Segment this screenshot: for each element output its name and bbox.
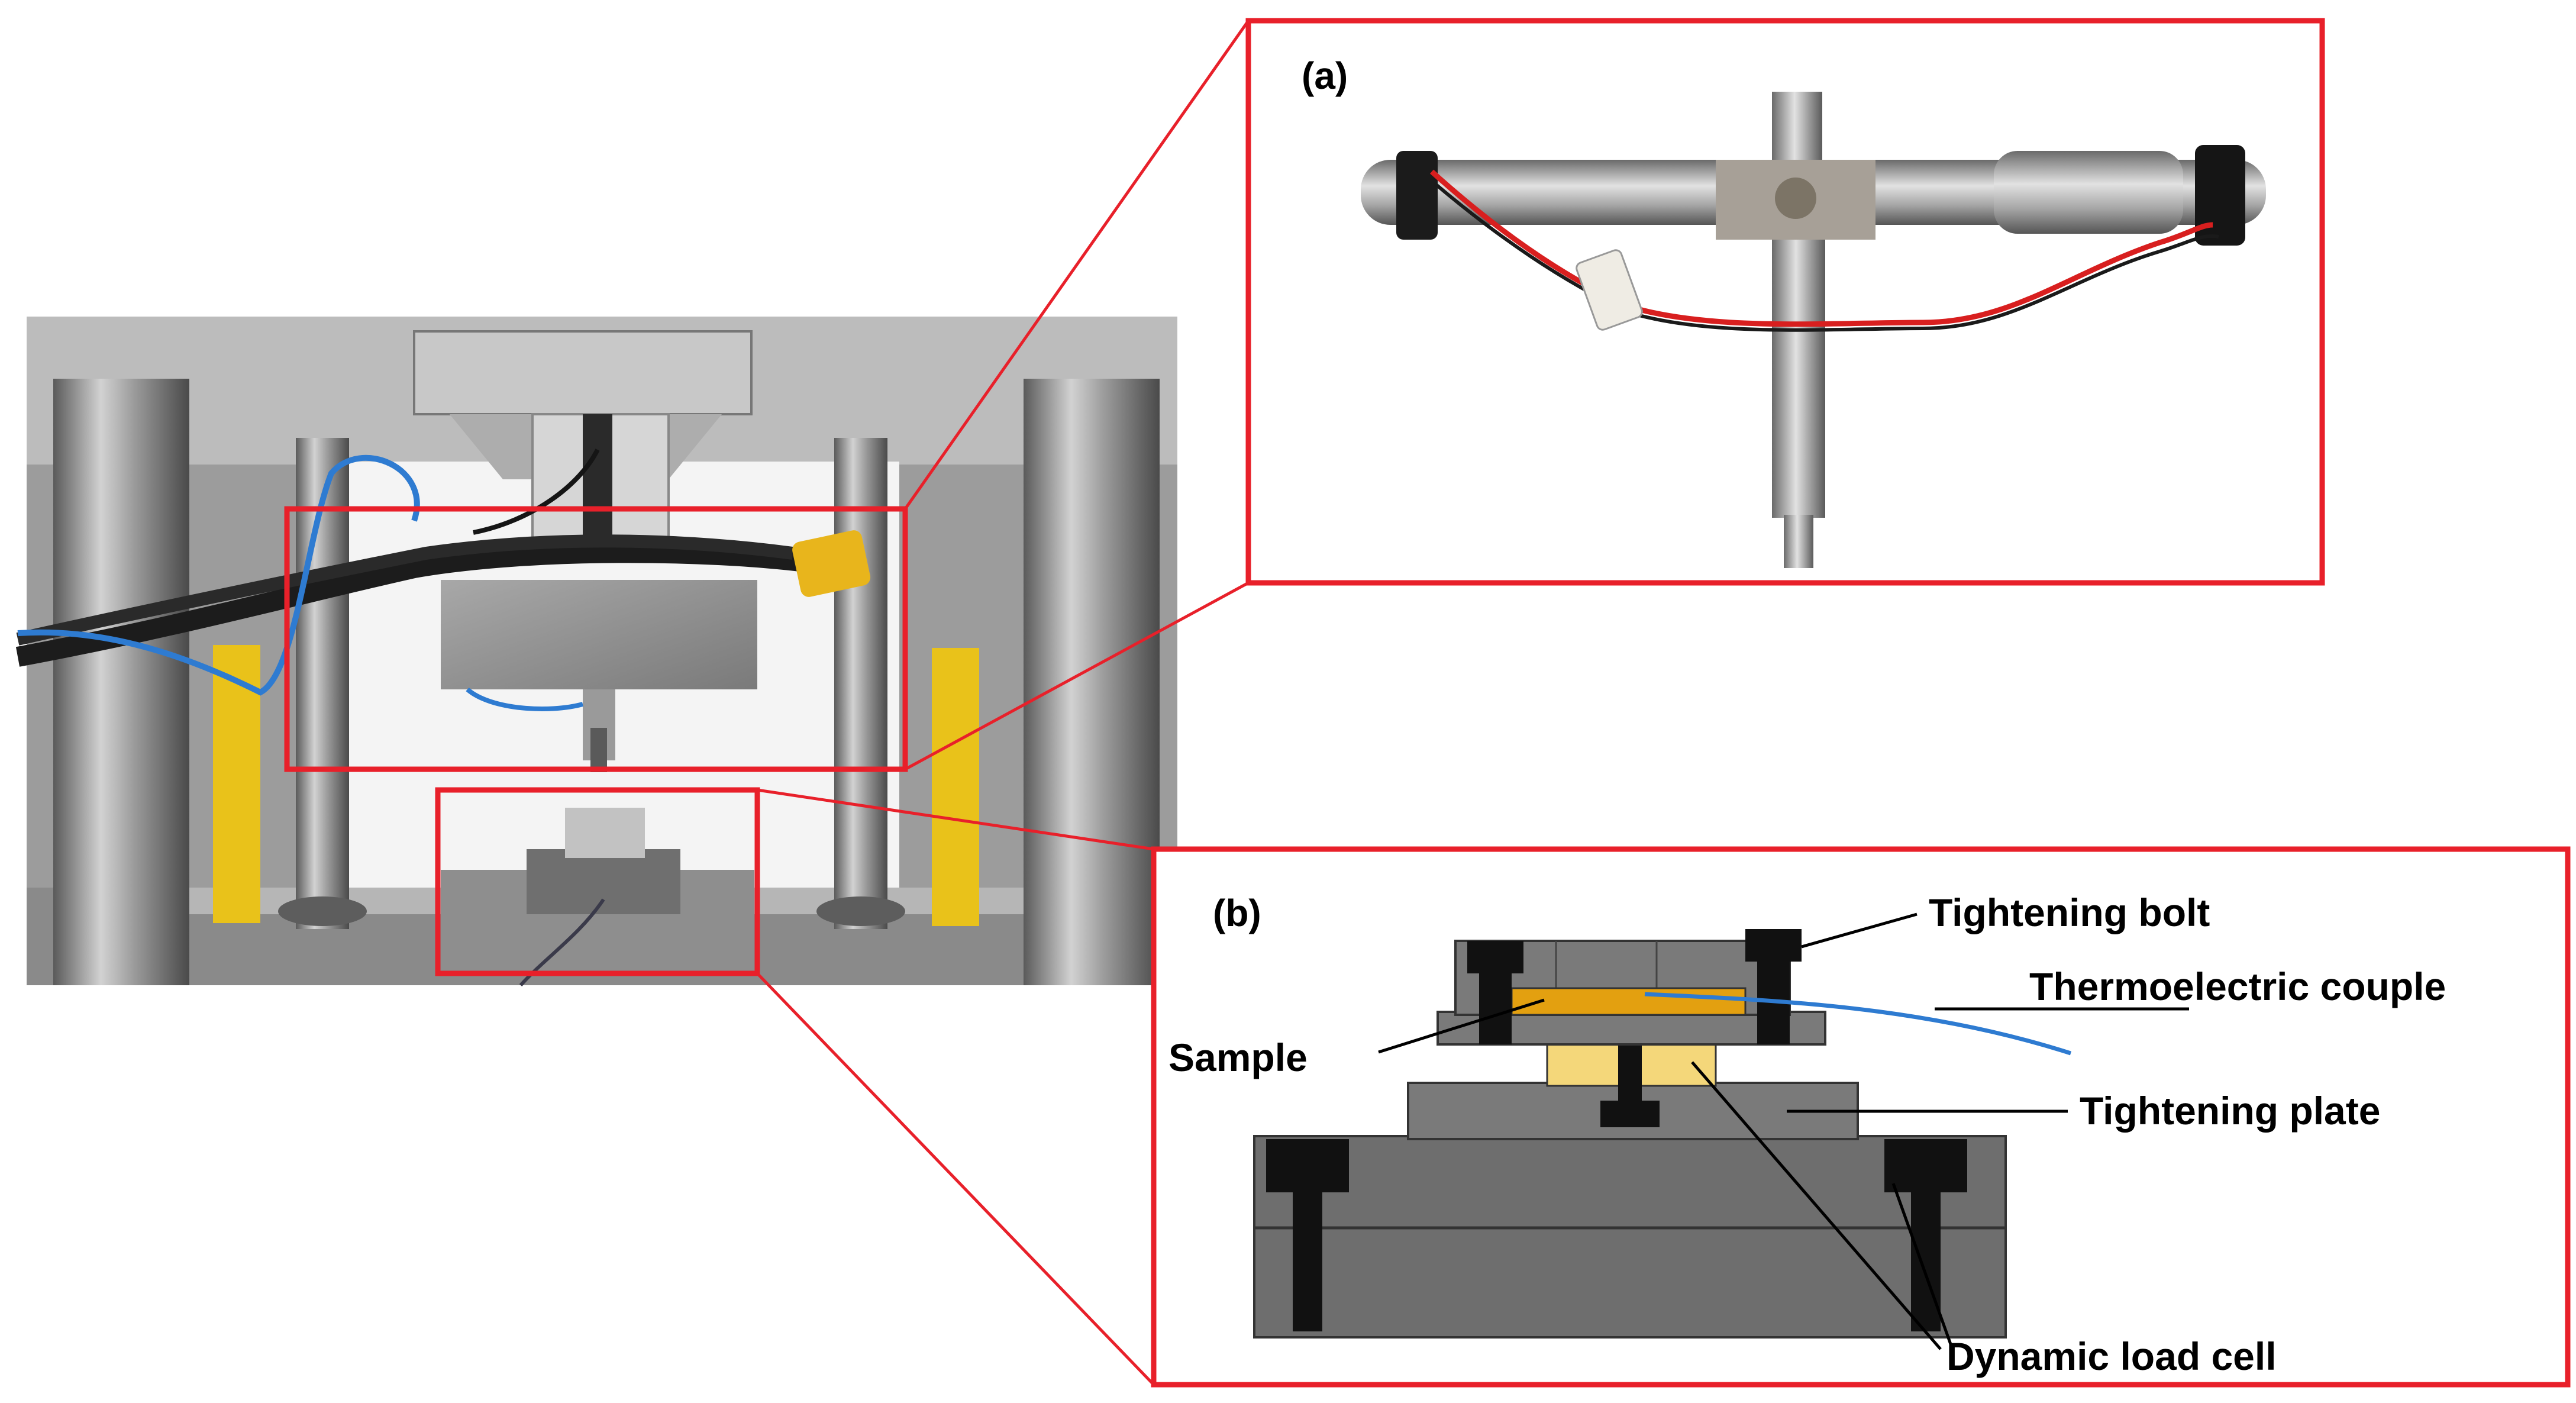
label-thermoelectric-couple: Thermoelectric couple (2029, 965, 2446, 1008)
right-guide-collar (816, 896, 905, 926)
panel-a: (a) (1245, 18, 2325, 586)
zoom-box-a-source (284, 506, 908, 772)
connector-a-bottom (904, 581, 1250, 771)
right-column (1024, 379, 1160, 985)
load-cell-bolt-head (1600, 1101, 1660, 1127)
left-tape-wrap (1396, 151, 1438, 240)
load-cell-bolt-shaft (1618, 1038, 1642, 1107)
base-bolt-right-head (1884, 1139, 1967, 1192)
panel-b: (b) Tighte (1151, 846, 2571, 1388)
label-sample: Sample (1168, 1036, 1308, 1079)
tightening-bolt-right-head (1745, 929, 1802, 962)
connector-b-top (757, 788, 1154, 851)
leader-tightening-bolt (1801, 912, 1918, 949)
actuator-rod (583, 414, 612, 550)
sensor-rod-right-sleeve (1994, 151, 2183, 234)
leader-load-cell-1 (1691, 1061, 1942, 1350)
label-tightening-plate: Tightening plate (2080, 1089, 2380, 1133)
load-cell-block (441, 580, 757, 689)
sensor-stem (1772, 240, 1825, 518)
base-block (1253, 1135, 2007, 1339)
left-column (53, 379, 189, 985)
right-tape-wrap (2195, 145, 2245, 246)
wire-connector-white (1576, 249, 1643, 331)
right-guide-rod (834, 438, 887, 929)
black-wire-photo (473, 449, 600, 535)
yellow-tape (792, 530, 871, 597)
tightening-bolt-left-head (1467, 941, 1523, 973)
base-bolt-left-shaft (1293, 1189, 1322, 1331)
sensor-cross-vertical-top (1772, 92, 1822, 169)
sensor-hub-bolt (1775, 178, 1816, 219)
base-bolt-left-head (1266, 1139, 1349, 1192)
right-yellow-guard (932, 648, 979, 926)
connector-b-bottom (756, 972, 1155, 1386)
base-bolt-right-shaft (1911, 1189, 1941, 1331)
label-dynamic-load-cell: Dynamic load cell (1946, 1334, 2277, 1378)
blue-wire-photo-2 (466, 687, 584, 711)
label-tightening-bolt: Tightening bolt (1929, 891, 2210, 934)
black-wire-a (1434, 182, 2219, 332)
black-cable-bundle (15, 543, 806, 667)
sensor-stem-tip (1784, 515, 1813, 568)
zoom-box-b-source (435, 787, 760, 976)
lower-fixture-mid (527, 849, 680, 914)
leader-sample (1378, 998, 1545, 1054)
connector-a-top (903, 20, 1250, 510)
sample-shape (1510, 987, 1747, 1016)
blue-wire-photo-1 (17, 454, 420, 696)
thermocouple-wire (1644, 992, 2072, 1056)
lower-fixture-top (565, 808, 645, 858)
load-cell-tip (590, 728, 607, 772)
left-guide-rod (296, 438, 349, 929)
top-fixture-plate (413, 330, 753, 415)
machine-photo (15, 317, 1177, 986)
leader-load-cell-2 (1891, 1183, 1954, 1350)
left-guide-collar (278, 896, 367, 926)
tightening-bolt-left-shaft (1479, 970, 1512, 1044)
red-wire-a (1429, 169, 2213, 327)
black-cable-2 (16, 534, 794, 646)
panel-b-label: (b) (1213, 892, 1261, 934)
panel-a-label: (a) (1302, 54, 1348, 97)
